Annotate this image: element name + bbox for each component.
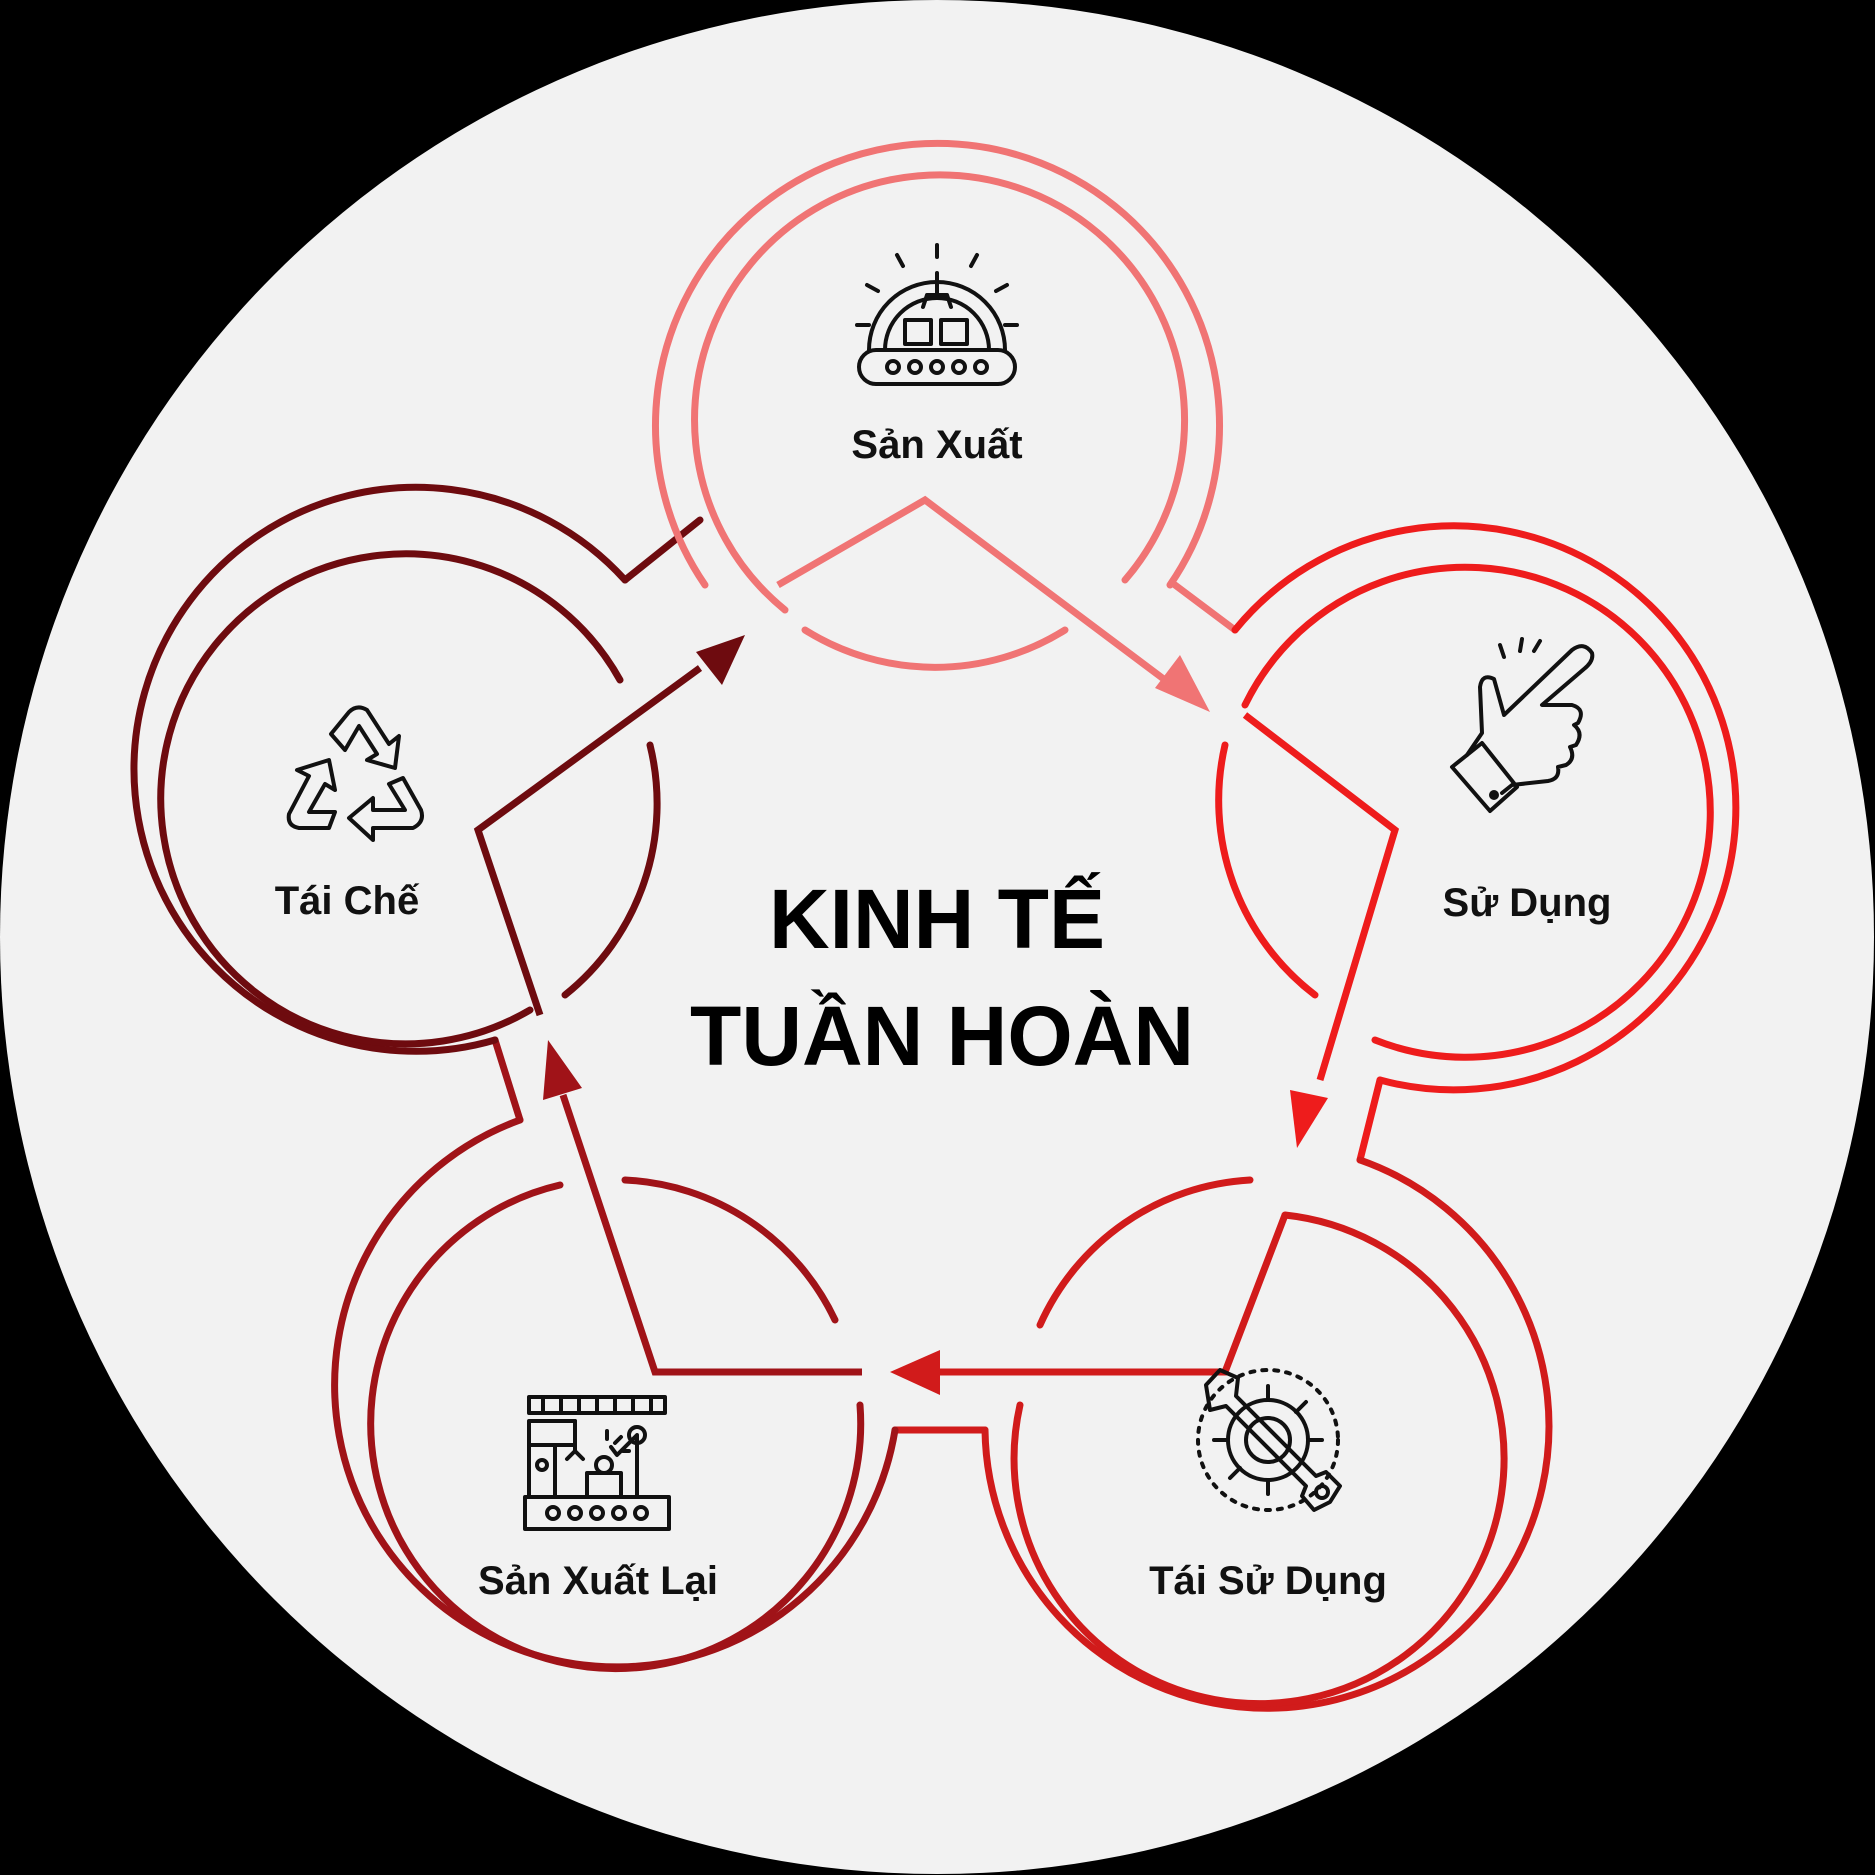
arrow-san-xuat-lai-to-tai-che xyxy=(559,1093,862,1376)
stage-san-xuat xyxy=(652,139,1223,671)
inner-ring xyxy=(1010,1211,1508,1708)
title-line-1: KINH TẾ xyxy=(769,872,1105,966)
arrowhead-san-xuat xyxy=(696,635,745,685)
arrowhead-tai-su-dung xyxy=(1290,1090,1328,1148)
outer-ring xyxy=(981,1156,1553,1712)
bridge-tai-che-san-xuat xyxy=(621,516,704,584)
hand-pointing-icon xyxy=(1450,637,1595,813)
inner-ring-top xyxy=(621,1176,839,1324)
recycle-icon xyxy=(286,705,424,842)
arrowhead-tai-che xyxy=(543,1040,582,1100)
stage-san-xuat-lai xyxy=(331,1116,899,1673)
inner-ring xyxy=(691,171,1188,614)
inner-ring xyxy=(367,1181,865,1673)
stage-label-tai-che: Tái Chế xyxy=(275,879,420,923)
bridge-san-xuat-su-dung xyxy=(1171,581,1239,634)
outer-ring xyxy=(331,1116,899,1671)
inner-ring-right xyxy=(561,741,661,999)
outer-ring xyxy=(1231,522,1740,1094)
bridge-su-dung-tai-su-dung xyxy=(1356,1076,1384,1164)
inner-ring xyxy=(1241,563,1714,1061)
outer-ring xyxy=(130,483,629,1055)
stage-label-san-xuat: Sản Xuất xyxy=(851,423,1022,467)
bridge-san-xuat-lai-tai-che xyxy=(491,1036,524,1124)
stage-label-san-xuat-lai: Sản Xuất Lại xyxy=(478,1559,718,1603)
stage-su-dung xyxy=(1215,522,1740,1094)
robot-arm-factory-icon xyxy=(523,1395,671,1531)
stage-tai-che xyxy=(130,483,661,1055)
arrow-tai-che-to-san-xuat xyxy=(473,665,703,1017)
outer-ring xyxy=(652,139,1223,589)
arrowhead-san-xuat-lai xyxy=(890,1350,940,1395)
factory-gear-icon xyxy=(855,243,1019,386)
wrench-gear-icon xyxy=(1196,1368,1342,1512)
title-line-2: TUẦN HOÀN xyxy=(690,989,1194,1083)
inner-ring-left xyxy=(1215,741,1319,999)
arrowhead-su-dung xyxy=(1155,655,1210,712)
arrow-san-xuat-to-su-dung xyxy=(776,495,1168,683)
ring-bridges xyxy=(491,516,1384,1434)
stage-label-su-dung: Sử Dụng xyxy=(1443,881,1612,925)
stage-tai-su-dung xyxy=(981,1156,1553,1712)
inner-ring xyxy=(157,550,624,1048)
inner-ring-bottom xyxy=(801,626,1069,671)
stage-label-tai-su-dung: Tái Sử Dụng xyxy=(1149,1559,1387,1603)
inner-ring-top xyxy=(1036,1176,1254,1329)
arrow-su-dung-to-tai-su-dung xyxy=(1242,712,1400,1082)
